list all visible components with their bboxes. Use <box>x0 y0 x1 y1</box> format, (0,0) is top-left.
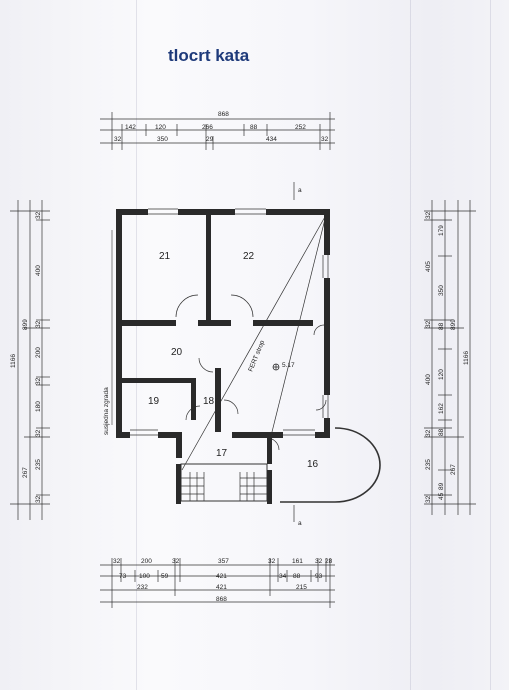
top-dim-total: 868 <box>218 111 229 118</box>
left-dim-inner: 400 <box>35 265 42 276</box>
bottom-dim-row2: 88 <box>293 573 301 580</box>
top-dim-row1: 266 <box>202 124 213 131</box>
right-dim-col-b: 350 <box>438 285 445 296</box>
right-dim-col-b: 179 <box>438 225 445 236</box>
left-dim-outer: 1166 <box>10 354 17 368</box>
right-dim-col-a: 32 <box>425 320 432 328</box>
left-dim-inner: 32 <box>35 320 42 328</box>
left-dim-inner: 235 <box>35 459 42 470</box>
right-dim-col-a: 235 <box>425 459 432 470</box>
right-dim-col-a: 32 <box>425 211 432 219</box>
bottom-dim-row3: 215 <box>296 584 307 591</box>
right-dim-col-b: 162 <box>438 403 445 414</box>
room-19-label: 19 <box>148 396 160 407</box>
right-dim-col-c: 88 <box>438 428 445 436</box>
room-17-label: 17 <box>216 448 228 459</box>
bottom-dim-row1: 32 <box>268 558 276 565</box>
bottom-dim-row1: 32 <box>172 558 180 565</box>
right-dim-col-a: 32 <box>425 429 432 437</box>
height-marker-icon <box>272 363 280 371</box>
left-dim-mid2: 267 <box>22 467 29 478</box>
bottom-dim-row1: 32 <box>315 558 323 565</box>
top-dim-row2: 29 <box>206 136 214 143</box>
bottom-dim-row2: 73 <box>119 573 127 580</box>
bottom-dim-row2: 34 <box>279 573 287 580</box>
top-dim-row1: 120 <box>155 124 166 131</box>
bottom-dim-row2: 59 <box>161 573 169 580</box>
right-dim-mid: 899 <box>450 319 457 330</box>
bottom-dim-row1: 200 <box>141 558 152 565</box>
left-dim-inner: 32 <box>35 377 42 385</box>
bottom-dim-row2: 421 <box>216 573 227 580</box>
right-dim-col-b: 120 <box>438 369 445 380</box>
section-mark-top: a <box>298 187 302 194</box>
room-22-label: 22 <box>243 251 255 262</box>
neighbor-building-label: susjedna zgrada <box>103 387 110 435</box>
bottom-dim-row1: 357 <box>218 558 229 565</box>
fert-note: FERT strop <box>247 339 266 373</box>
height-mark: 5.17 <box>282 362 295 369</box>
room-20-label: 20 <box>171 347 183 358</box>
left-dim-inner: 32 <box>35 211 42 219</box>
bottom-dim-row2: 100 <box>139 573 150 580</box>
top-dim-row2: 434 <box>266 136 277 143</box>
section-mark-bottom: a <box>298 520 302 527</box>
left-dim-mid: 899 <box>22 319 29 330</box>
left-dim-inner: 180 <box>35 401 42 412</box>
left-dim-inner: 200 <box>35 347 42 358</box>
room-16-label: 16 <box>307 459 319 470</box>
page-title: tlocrt kata <box>168 46 250 65</box>
right-dim-col-b: 89 <box>438 482 445 490</box>
top-dim-row1: 252 <box>295 124 306 131</box>
bottom-dim-row2: 93 <box>315 573 323 580</box>
top-dim-row1: 88 <box>250 124 258 131</box>
bottom-dim-row1: 32 <box>113 558 121 565</box>
room-18-label: 18 <box>203 396 215 407</box>
left-dim-inner: 32 <box>35 495 42 503</box>
top-dim-row1: 142 <box>125 124 136 131</box>
bottom-dim-total: 868 <box>216 596 227 603</box>
left-dim-inner: 32 <box>35 429 42 437</box>
right-dim-col-a: 405 <box>425 261 432 272</box>
right-dim-outer: 1166 <box>463 351 470 365</box>
bottom-dim-row1: 28 <box>325 558 333 565</box>
bottom-dim-row1: 161 <box>292 558 303 565</box>
right-dim-col-a: 400 <box>425 374 432 385</box>
right-dim-col-b: 45 <box>438 492 445 500</box>
top-dim-row2: 32 <box>321 136 329 143</box>
top-dim-row2: 32 <box>114 136 122 143</box>
top-dim-row2: 350 <box>157 136 168 143</box>
right-dim-col-c: 88 <box>438 322 445 330</box>
bottom-dim-row3: 421 <box>216 584 227 591</box>
bottom-dim-row3: 232 <box>137 584 148 591</box>
right-dim-mid2: 267 <box>450 464 457 475</box>
right-dim-col-a: 32 <box>425 495 432 503</box>
room-21-label: 21 <box>159 251 171 262</box>
